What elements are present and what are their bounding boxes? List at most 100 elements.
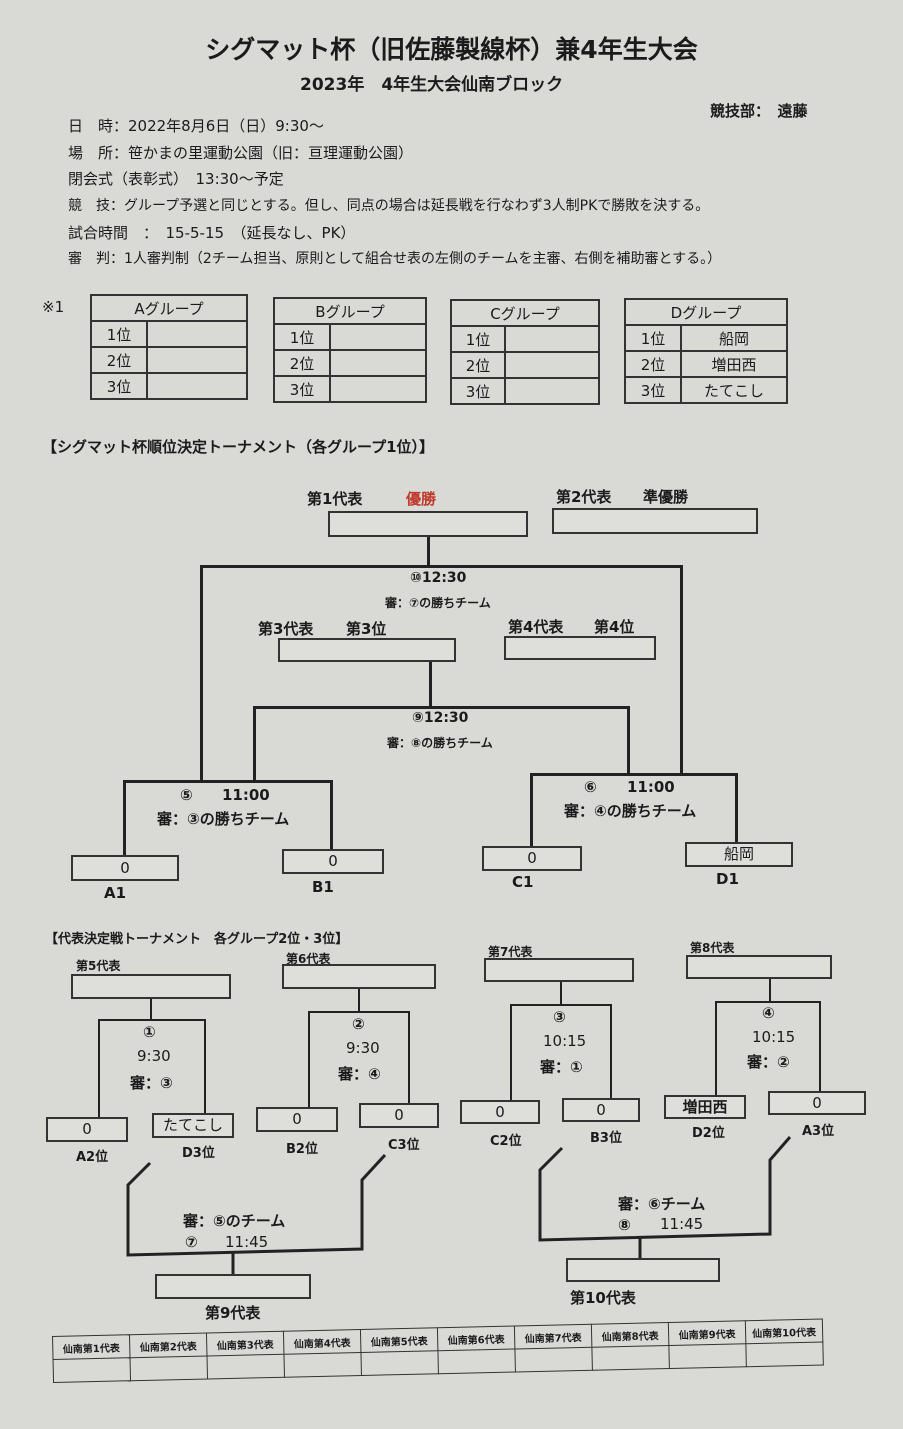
seed-a3-box: 0: [768, 1091, 866, 1115]
m2-left-leg: [308, 1011, 310, 1107]
m7-referee: 審：⑤のチーム: [183, 1212, 286, 1230]
m1-left-leg: [98, 1019, 100, 1117]
semi5-bar: [123, 780, 333, 783]
m4-bar: [715, 1001, 821, 1003]
rep1-label: 第1代表: [307, 490, 363, 508]
m8-time: 11:45: [660, 1215, 704, 1233]
m1-number: ①: [143, 1023, 156, 1041]
m4-stem: [769, 979, 771, 1003]
semi6-left-leg: [530, 773, 533, 847]
summary-cell: [53, 1357, 131, 1383]
third-stem: [429, 662, 432, 708]
rep7-box: [484, 958, 634, 982]
semi5-left-leg: [123, 780, 126, 856]
seed-b1-label: B1: [312, 878, 334, 896]
summary-cell: [437, 1349, 516, 1374]
seed-c2-box: 0: [460, 1100, 540, 1124]
group-a-table: Aグループ 1位 2位 3位: [90, 294, 248, 400]
rep4-label: 第4代表: [508, 618, 564, 636]
runnerup-label: 準優勝: [643, 488, 689, 506]
match5-number: ⑤: [180, 786, 193, 804]
seed-a2-label: A2位: [76, 1150, 109, 1165]
m1-referee: 審：③: [130, 1074, 173, 1092]
info-time: 試合時間 ： 15-5-15 （延長なし、PK）: [68, 224, 356, 242]
rep2-label: 第2代表: [556, 488, 612, 506]
group-c-rank-3: 3位: [450, 377, 506, 405]
semi5-right-leg: [330, 780, 333, 850]
summary-cell: [206, 1354, 285, 1379]
fourth-label: 第4位: [594, 618, 635, 636]
summary-cell: [130, 1355, 208, 1381]
rep5-box: [71, 974, 231, 999]
group-d-title: Dグループ: [624, 298, 788, 326]
group-d-rank-1: 1位: [624, 324, 682, 352]
final-left-leg: [200, 565, 203, 783]
seed-b3-label: B3位: [590, 1131, 622, 1146]
m1-time: 9:30: [137, 1047, 171, 1065]
m3-right-leg: [610, 1004, 612, 1098]
info-venue: 場 所：笹かまの里運動公園（旧：亘理運動公園）: [68, 144, 414, 162]
group-d-rank-3: 3位: [624, 376, 682, 404]
rep3-label: 第3代表: [258, 620, 314, 638]
group-a-rank-3: 3位: [90, 372, 148, 400]
seed-c2-label: C2位: [490, 1134, 522, 1149]
m4-right-leg: [819, 1001, 821, 1093]
seed-c1-box: 0: [482, 846, 582, 871]
group-c-rank-1: 1位: [450, 325, 506, 353]
group-b-table: Bグループ 1位 2位 3位: [273, 297, 427, 403]
match5-time: 11:00: [222, 786, 270, 804]
summary-header-1: 仙南第1代表: [52, 1334, 131, 1360]
match10-time: ⑩12:30: [410, 570, 467, 586]
match5-referee: 審：③の勝ちチーム: [157, 810, 290, 828]
m2-referee: 審：④: [338, 1065, 381, 1083]
note-mark: ※1: [42, 298, 65, 316]
rep10-label: 第10代表: [570, 1289, 636, 1307]
rep7-label: 第7代表: [488, 945, 533, 959]
match6-time: 11:00: [627, 778, 675, 796]
group-d-team-3: たてこし: [680, 376, 788, 404]
summary-cell: [668, 1343, 747, 1369]
match10-referee: 審：⑦の勝ちチーム: [385, 596, 491, 610]
m1-stem: [150, 999, 152, 1021]
rep5-label: 第5代表: [76, 959, 121, 973]
group-b-team-2: [329, 349, 427, 377]
summary-header-9: 仙南第9代表: [668, 1320, 746, 1346]
summary-header-3: 仙南第3代表: [206, 1331, 284, 1356]
seed-b2-box: 0: [256, 1107, 338, 1132]
m3-number: ③: [553, 1008, 566, 1026]
seed-d1-box: 船岡: [685, 842, 793, 867]
seed-d2-label: D2位: [692, 1126, 725, 1141]
staff-label: 競技部： 遠藤: [710, 102, 808, 120]
seed-d1-label: D1: [716, 870, 739, 888]
seed-d3-box: たてこし: [152, 1113, 234, 1138]
summary-cell: [283, 1352, 362, 1378]
m3-bar: [510, 1004, 612, 1006]
group-b-team-3: [329, 375, 427, 403]
group-b-title: Bグループ: [273, 297, 427, 325]
group-c-rank-2: 2位: [450, 351, 506, 379]
summary-header-5: 仙南第5代表: [360, 1327, 438, 1353]
rep8-box: [686, 955, 832, 979]
m4-number: ④: [762, 1004, 775, 1022]
seed-a2-box: 0: [46, 1117, 128, 1142]
summary-cell: [745, 1342, 824, 1367]
semi6-right-leg: [735, 773, 738, 843]
seed-b3-box: 0: [562, 1098, 640, 1122]
rep9-label: 第9代表: [205, 1304, 261, 1322]
m8-referee: 審：⑥チーム: [618, 1195, 706, 1213]
final-bar: [200, 565, 682, 568]
seed-a1-label: A1: [104, 884, 127, 902]
third-right-leg: [627, 706, 630, 774]
m8-number: ⑧: [618, 1216, 631, 1234]
m4-referee: 審：②: [747, 1053, 790, 1071]
rep6-label: 第6代表: [286, 952, 331, 966]
summary-cell: [514, 1347, 593, 1372]
seed-a1-box: 0: [71, 855, 179, 881]
group-b-rank-2: 2位: [273, 349, 331, 377]
rep4-box: [504, 636, 656, 660]
group-c-team-1: [504, 325, 600, 353]
m2-right-leg: [408, 1011, 410, 1103]
group-a-team-3: [146, 372, 248, 400]
m2-time: 9:30: [346, 1039, 380, 1057]
third-bar: [253, 706, 629, 709]
